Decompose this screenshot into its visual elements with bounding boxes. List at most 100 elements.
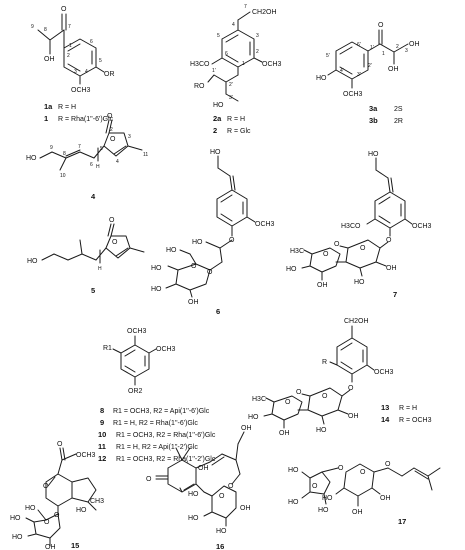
compound-number-2: 2 — [213, 126, 217, 135]
compound-number-5: 5 — [91, 286, 95, 295]
ho-label-2: HO — [192, 239, 203, 246]
atom-3: 3 — [74, 69, 77, 75]
och3-label: OCH3 — [374, 369, 394, 376]
caption-3b: 2R — [394, 118, 403, 125]
ho-label: HO — [26, 155, 37, 162]
ho-label-3: HO — [166, 247, 177, 254]
o-ring-label: O — [360, 245, 366, 252]
atom-6: 6 — [90, 162, 93, 168]
ho-label-3: HO — [216, 528, 227, 535]
caption-2: R = Glc — [227, 128, 251, 135]
o-label: O — [338, 465, 344, 472]
compound-number-11: 11 — [98, 442, 106, 451]
atom-2: 2 — [67, 53, 70, 59]
oh-label-2: OH — [380, 495, 391, 502]
compound-number-17: 17 — [398, 517, 406, 526]
atom-1prime: 1' — [370, 45, 374, 51]
caption-9: R1 = H, R2 = Rha(1''-6')Glc — [113, 420, 198, 427]
o-ring-label-2: O — [44, 519, 50, 526]
och3-label: OCH3 — [127, 328, 147, 335]
oh-label-2: OH — [241, 425, 252, 432]
h3co-label: H3CO — [341, 223, 361, 230]
structure-15: O OCH3 O CH3 HO O O HO HO HO OH 15 — [10, 441, 104, 550]
atom-7: 7 — [244, 4, 247, 10]
ho-label-4: HO — [322, 495, 333, 502]
o-ring-label-2: O — [285, 399, 291, 406]
ho-label: HO — [213, 102, 224, 109]
oh-label: OH — [188, 299, 199, 306]
compound-number-9: 9 — [100, 418, 104, 427]
och3-label: OCH3 — [71, 87, 91, 94]
o-ring-label-2: O — [360, 469, 366, 476]
or2-label: OR2 — [128, 388, 143, 395]
oh-label: OH — [198, 465, 209, 472]
ho-label: HO — [210, 149, 221, 156]
atom-7: 7 — [78, 144, 81, 150]
structure-3: O 6' 1' 1 2 3 5' 4' 3' 2' OH OH HO OCH3 … — [316, 22, 420, 125]
compound-number-12: 12 — [98, 454, 106, 463]
o-ring-label: O — [219, 493, 225, 500]
oh-label: OH — [409, 41, 420, 48]
ch2oh-label: CH2OH — [252, 9, 277, 16]
h3c-label: H3C — [290, 248, 304, 255]
o-label-2: O — [385, 461, 391, 468]
ho-label-2: HO — [354, 279, 365, 286]
atom-6: 6 — [225, 51, 228, 57]
atom-1: 1 — [69, 43, 72, 49]
ho-label-4: HO — [12, 534, 23, 541]
ho-label: HO — [316, 75, 327, 82]
compound-number-14: 14 — [381, 415, 390, 424]
och3-label-2: OCH3 — [156, 346, 176, 353]
atom-5prime: 5' — [326, 53, 330, 59]
o-label: O — [228, 483, 234, 490]
atom-3: 3 — [405, 48, 408, 54]
structure-13-14: CH2OH OCH3 R O O OH HO O O H3C HO OH 13 … — [248, 318, 432, 437]
compound-number-15: 15 — [71, 541, 79, 550]
compound-number-10: 10 — [98, 430, 106, 439]
atom-1: 1 — [242, 61, 245, 67]
compound-number-13: 13 — [381, 403, 389, 412]
ch3-label: CH3 — [90, 498, 104, 505]
oh-label: OH — [386, 265, 397, 272]
o-ring-label: O — [322, 393, 328, 400]
atom-3: 3 — [128, 134, 131, 140]
atom-1prime: 1' — [212, 68, 216, 74]
ho-label: HO — [316, 427, 327, 434]
h-label: H — [98, 266, 102, 272]
o-carbonyl-label: O — [107, 113, 113, 120]
atom-8: 8 — [63, 151, 66, 157]
ho-label-4: HO — [151, 265, 162, 272]
atom-5: 5 — [99, 58, 102, 64]
compound-number-8: 8 — [100, 406, 104, 415]
ho-label: HO — [27, 258, 38, 265]
caption-13: R = H — [399, 405, 417, 412]
ho-label-5: HO — [151, 286, 162, 293]
o-label: O — [386, 237, 392, 244]
r1-label: R1 — [103, 345, 112, 352]
oh-label: OH — [348, 413, 359, 420]
atom-9: 9 — [50, 145, 53, 151]
oh-label: OH — [44, 56, 55, 63]
compound-number-16: 16 — [216, 542, 224, 550]
atom-1: 1 — [382, 51, 385, 57]
oh-label: OH — [45, 544, 56, 550]
atom-3prime: 3' — [229, 95, 233, 101]
structure-1: O 9 8 7 6 5 4 3 2 1 OH OR OCH3 1a R = H … — [31, 6, 115, 123]
ho-label-3: HO — [10, 515, 21, 522]
compound-number-6: 6 — [216, 307, 220, 316]
ho-label-2: HO — [25, 505, 36, 512]
o-carbonyl-label: O — [57, 441, 63, 448]
och3-label: OCH3 — [412, 223, 432, 230]
caption-10: R1 = OCH3, R2 = Rha(1''-6')Glc — [116, 432, 216, 439]
caption-3a: 2S — [394, 106, 403, 113]
atom-2: 2 — [110, 127, 113, 133]
compound-number-7: 7 — [393, 290, 397, 299]
atom-2: 2 — [256, 49, 259, 55]
o-label: O — [61, 6, 67, 13]
structure-7: HO OCH3 H3CO O O OH HO O O H3C HO OH 7 — [286, 151, 432, 299]
och3-label: OCH3 — [343, 91, 363, 98]
atom-4: 4 — [232, 22, 235, 28]
h-label: H — [96, 164, 100, 170]
